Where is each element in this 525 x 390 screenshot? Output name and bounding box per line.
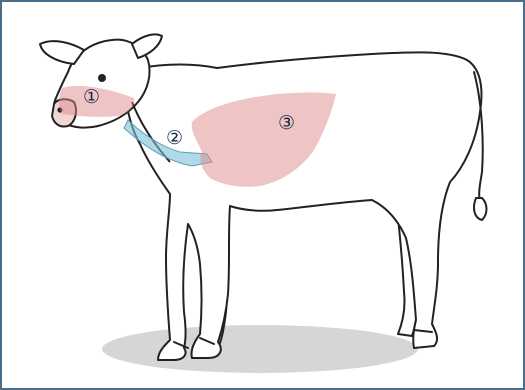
ground-shadow — [102, 325, 418, 373]
region-2-marker: ② — [166, 127, 183, 149]
region-1-marker: ① — [83, 86, 100, 108]
region-3-marker: ③ — [278, 112, 295, 134]
